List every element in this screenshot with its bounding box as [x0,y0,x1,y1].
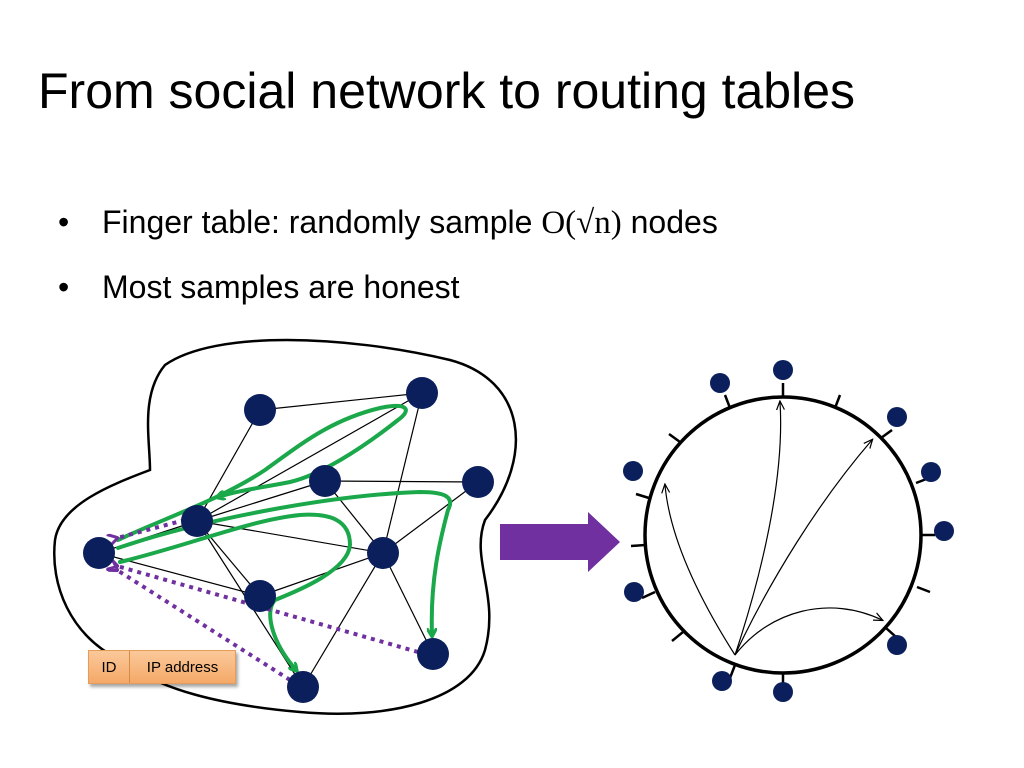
network-node [181,505,213,537]
network-node [406,377,438,409]
finger-arrow [665,485,736,656]
bullet-text: Most samples are honest [102,269,460,305]
bullet-finger-table: • Finger table: randomly sample O(√n) no… [58,190,718,255]
reply-arrow-1 [117,518,186,538]
ring-node [921,462,941,482]
network-node [244,580,276,612]
ring-node [934,521,954,541]
ring-nodes [623,360,954,702]
bullet-math: O(√n) [541,205,622,241]
ring-node [624,582,644,602]
finger-arrow [734,440,872,656]
network-node [367,537,399,569]
source-node [83,537,115,569]
finger-arrows [665,402,882,656]
walk-path-2 [116,489,453,635]
ring-node [773,360,793,380]
finger-arrow [734,402,781,656]
bullet-honest-samples: • Most samples are honest [58,255,718,319]
slide-title: From social network to routing tables [38,63,856,119]
social-network-cloud [53,338,518,715]
ring-node [887,635,907,655]
ring-node [712,671,732,691]
dht-ring [643,395,923,675]
bullet-dot: • [58,204,70,240]
network-node [309,465,341,497]
finger-arrow [734,607,882,656]
walk-path-1 [116,403,408,542]
network-node [462,466,494,498]
network-node [417,638,449,670]
bullet-dot: • [58,269,70,305]
network-node [244,394,276,426]
ring-node [773,682,793,702]
transform-arrow [500,512,620,572]
network-node [287,671,319,703]
random-walk-paths [116,403,453,670]
ring-node [887,407,907,427]
bullet-list: • Finger table: randomly sample O(√n) no… [58,190,718,319]
id-ip-record: ID IP address [88,650,236,684]
bullet-text: Finger table: randomly sample [102,204,542,240]
social-nodes [83,377,494,703]
reply-arrow-3 [117,570,292,682]
record-id-label: ID [89,651,130,683]
ring-ticks [630,383,935,687]
ring-node [623,461,643,481]
ring-node [710,373,730,393]
bullet-text-after: nodes [621,204,718,240]
record-ip-label: IP address [146,658,219,676]
social-edges [98,392,479,688]
